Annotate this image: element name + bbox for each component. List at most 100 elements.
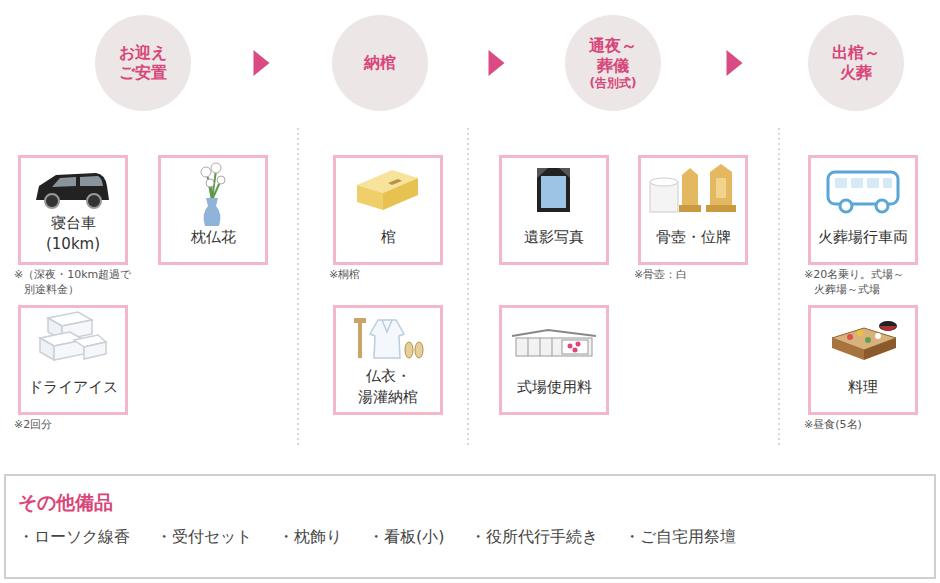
bus-icon: [828, 172, 898, 212]
stage-name: 出棺～ 火葬: [822, 43, 891, 83]
icon-part: [559, 168, 570, 178]
icon-part: [876, 200, 888, 212]
item-name: 仏衣・ 湯灌納棺: [351, 366, 426, 408]
supplies-panel: その他備品・ローソク線香・受付セット・枕飾り・看板(小)・役所代行手続き・ご自宅…: [4, 474, 936, 579]
icon-part: [710, 164, 732, 205]
flow-arrow: [661, 50, 808, 76]
icon-part: [537, 168, 570, 212]
icon-part: [382, 320, 392, 332]
icon-part: [45, 194, 59, 208]
note: ※骨壺：白: [634, 268, 764, 283]
icon-part: [357, 185, 383, 210]
dry-ice-icon: [40, 312, 106, 360]
stage-name: 納棺: [364, 53, 396, 73]
item-name: 寝台車 (10km): [34, 213, 112, 255]
hall-icon: [512, 330, 596, 356]
flow-arrow: [428, 50, 565, 76]
item-name: ドライアイス: [28, 377, 118, 398]
item-box: 料理: [808, 305, 918, 415]
meal-icon: [832, 321, 897, 360]
icon-part: [206, 179, 214, 187]
item-box: 仏衣・ 湯灌納棺: [333, 305, 443, 415]
icon-part: [297, 128, 299, 445]
supply-item: ・受付セット: [156, 527, 252, 548]
item-name: 式場使用料: [517, 377, 592, 398]
portrait-icon: [537, 168, 570, 212]
note: ※昼食(5名): [804, 418, 939, 433]
icon-part: [354, 318, 366, 323]
item-row: ・ローソク線香 ・受付セット ・枕飾り ・看板(小) ・役所代行手続き ・ご自宅用祭壇: [18, 527, 922, 548]
stage-name: 通夜～ 葬儀: [579, 36, 648, 76]
icon-part: [80, 176, 103, 186]
note: ※桐棺: [329, 268, 459, 283]
item-box: ドライアイス: [18, 305, 128, 415]
note: ※2回分: [14, 418, 144, 433]
icon-part: [679, 205, 701, 212]
robe-icon: [354, 318, 423, 358]
item-box: 棺: [333, 155, 443, 265]
icon-part: [576, 342, 581, 347]
supply-item: ・ご自宅用祭壇: [624, 527, 736, 548]
icon-part: [528, 338, 552, 356]
icon-part: [467, 128, 469, 445]
icon-part: [875, 333, 881, 339]
icon-part: [204, 198, 221, 226]
item-box: 式場使用料: [499, 305, 609, 415]
icon-part: [879, 321, 897, 331]
icon-part: [512, 330, 596, 336]
icon-part: [851, 178, 863, 188]
stage-circle: 出棺～ 火葬: [808, 15, 904, 111]
note: ※（深夜・10km超過で 別途料金）: [14, 268, 154, 298]
icon-part: [847, 334, 853, 340]
item-name: 料理: [848, 377, 878, 398]
icon-part: [540, 338, 541, 356]
stage-name: (告別式): [590, 76, 637, 91]
icon-part: [87, 194, 101, 208]
item-box: 火葬場行車両: [808, 155, 918, 265]
item-name: 骨壺・位牌: [656, 227, 731, 248]
stage-circle: 通夜～ 葬儀(告別式): [565, 15, 661, 111]
icon-part: [541, 176, 566, 208]
icon-part: [864, 338, 896, 360]
icon-part: [879, 326, 897, 331]
item-name: 遺影写真: [524, 227, 584, 248]
supply-item: ・枕飾り: [278, 527, 342, 548]
icon-part: [552, 338, 553, 356]
icon-part: [832, 338, 864, 360]
supply-item: ・ローソク線香: [18, 527, 130, 548]
icon-part: [388, 179, 402, 185]
icon-part: [40, 338, 54, 360]
icon-part: [857, 330, 863, 336]
separator-lines: [298, 128, 779, 445]
item-box: 枕仏花: [158, 155, 268, 265]
item-box: 遺影写真: [499, 155, 609, 265]
item-box: 寝台車 (10km): [18, 155, 128, 265]
car-icon: [36, 173, 109, 208]
icon-part: [778, 128, 780, 445]
urn-icon: [650, 164, 736, 212]
icon-part: [383, 178, 418, 210]
icon-part: [84, 342, 106, 359]
note: ※20名乗り。式場～ 火葬場～式場: [804, 268, 939, 298]
stage-name: お迎え ご安置: [109, 43, 178, 83]
supply-item: ・役所代行手続き: [470, 527, 598, 548]
icon-part: [840, 200, 852, 212]
flow-arrow: [191, 50, 332, 76]
icon-part: [650, 178, 678, 186]
icon-part: [828, 172, 898, 204]
stage-circle: 納棺: [332, 15, 428, 111]
item-name: 棺: [381, 227, 396, 248]
item-box: 骨壺・位牌: [638, 155, 748, 265]
icon-part: [405, 342, 413, 358]
vase-icon: [201, 163, 225, 226]
icon-part: [716, 178, 726, 198]
icon-part: [217, 176, 225, 184]
item-name: 火葬場行車両: [818, 227, 908, 248]
icon-part: [415, 342, 423, 358]
coffin-icon: [357, 170, 418, 210]
icon-part: [52, 177, 76, 187]
supply-item: ・看板(小): [368, 527, 444, 548]
icon-part: [370, 320, 404, 358]
